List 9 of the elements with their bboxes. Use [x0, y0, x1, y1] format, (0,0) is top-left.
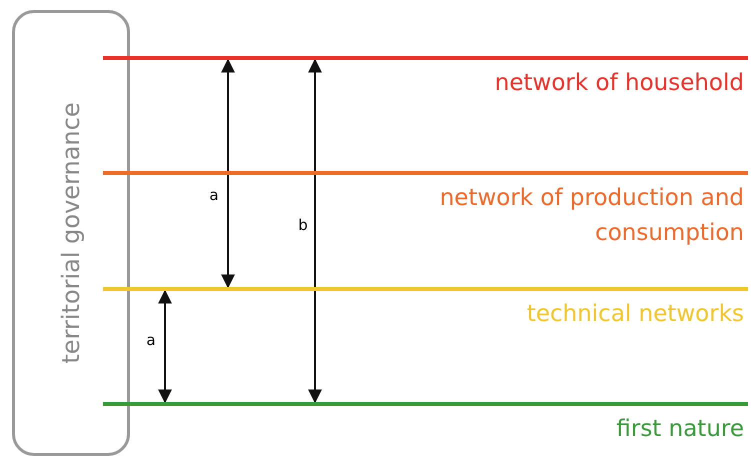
- layer-label: technical networks: [526, 300, 744, 329]
- layer-label: network of production and consumption: [438, 184, 744, 248]
- frame-title: territorial governance: [57, 102, 85, 364]
- layer-label: network of household: [494, 69, 744, 98]
- double-arrow: [158, 290, 172, 404]
- double-arrow: [308, 58, 322, 404]
- rounded-frame: [12, 10, 130, 456]
- double-arrow: [221, 58, 235, 288]
- layer-label: first nature: [615, 415, 744, 444]
